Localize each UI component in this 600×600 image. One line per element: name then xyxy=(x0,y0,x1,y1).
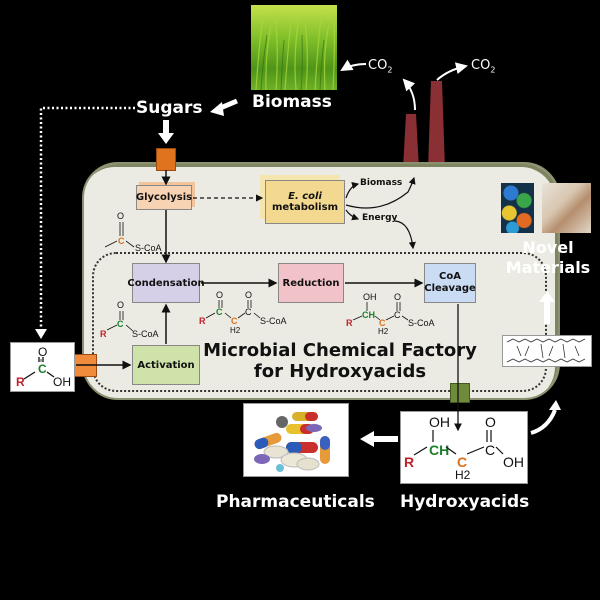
atom-c: C xyxy=(38,362,47,376)
glycolysis-box: Glycolysis xyxy=(136,185,192,210)
novel-label: Novel xyxy=(522,238,574,257)
product-exporter xyxy=(450,383,470,403)
group-h2: H2 xyxy=(455,468,471,482)
atom-c: C xyxy=(394,310,401,320)
dotted-arrow-head xyxy=(35,329,47,339)
grass-image xyxy=(251,5,337,91)
plastic-caps-image xyxy=(501,183,534,233)
acid-transporter xyxy=(74,354,97,377)
group-h2: H2 xyxy=(378,327,389,336)
smokestack-icon xyxy=(403,81,445,169)
atom-o: O xyxy=(245,290,253,300)
atom-o: O xyxy=(216,290,224,300)
atom-ch: CH xyxy=(362,310,375,320)
grass-blades-icon xyxy=(255,12,335,91)
activation-label: Activation xyxy=(137,359,195,371)
factory-title: Microbial Chemical Factory for Hydroxyac… xyxy=(200,340,480,382)
atom-ch: CH xyxy=(429,442,449,458)
materials-label: Materials xyxy=(505,258,591,277)
atom-r: R xyxy=(16,375,25,389)
atom-o: O xyxy=(485,414,496,430)
energy-output-label: Energy xyxy=(362,213,398,223)
atom-o: O xyxy=(117,300,125,310)
polymer-structure-card xyxy=(502,335,592,367)
atom-o: O xyxy=(117,211,125,221)
atom-r: R xyxy=(199,316,206,326)
hydroxyacids-label: Hydroxyacids xyxy=(400,492,530,512)
atom-c: C xyxy=(216,307,223,317)
condensation-box: Condensation xyxy=(127,263,205,303)
coa-cleavage-box: CoA Cleavage xyxy=(424,263,476,303)
group-scoa: S-CoA xyxy=(135,243,162,253)
atom-c: C xyxy=(245,307,252,317)
atom-c: C xyxy=(485,442,496,458)
glycolysis-label: Glycolysis xyxy=(135,192,193,203)
group-oh: OH xyxy=(503,454,524,470)
atom-c: C xyxy=(379,318,386,328)
sugars-down-arrow xyxy=(158,120,174,144)
atom-c: C xyxy=(231,316,238,326)
coa-label: CoA xyxy=(439,271,461,282)
ecoli-label: E. coli xyxy=(288,191,322,202)
atom-o: O xyxy=(394,292,402,302)
group-scoa: S-CoA xyxy=(260,316,287,326)
group-scoa: S-CoA xyxy=(408,318,435,328)
sugars-label: Sugars xyxy=(136,98,203,118)
factory-title-line1: Microbial Chemical Factory xyxy=(203,340,477,361)
co2-text: CO xyxy=(471,58,491,73)
co2-text: CO xyxy=(368,58,388,73)
biomass-output-label: Biomass xyxy=(360,178,403,188)
atom-ch-text: CH xyxy=(429,442,450,458)
pharmaceuticals-image xyxy=(243,403,349,477)
atom-r: R xyxy=(100,329,107,339)
co2-left-label: CO2 xyxy=(368,58,392,75)
factory-title-line2: for Hydroxyacids xyxy=(253,361,427,382)
polymer-chain-icon xyxy=(506,338,586,363)
activation-box: Activation xyxy=(132,345,200,385)
textile-spools-image xyxy=(542,183,591,233)
sugar-transporter xyxy=(156,148,176,171)
group-oh: OH xyxy=(429,414,450,430)
hydroxyacids-to-polymer-arrow xyxy=(530,400,561,435)
atom-o: O xyxy=(38,345,48,359)
atom-c: C xyxy=(118,236,125,246)
reduction-box: Reduction xyxy=(278,263,344,303)
co2-right-label: CO2 xyxy=(471,58,495,75)
group-oh: OH xyxy=(53,375,71,389)
pharmaceuticals-label: Pharmaceuticals xyxy=(216,492,375,512)
atom-r: R xyxy=(346,318,353,328)
condensation-label: Condensation xyxy=(127,277,205,289)
pills-icon xyxy=(254,412,330,472)
carboxylic-acid-card: O C R OH xyxy=(10,342,75,392)
cleavage-label: Cleavage xyxy=(424,283,476,294)
group-scoa: S-CoA xyxy=(132,329,159,339)
reduction-label: Reduction xyxy=(282,277,340,289)
metabolism-label: metabolism xyxy=(272,202,338,213)
ecoli-metabolism-box: E. coli metabolism xyxy=(265,180,345,224)
atom-c: C xyxy=(457,454,468,470)
novel-materials-label: Novel Materials xyxy=(503,238,593,278)
co2-subscript: 2 xyxy=(490,65,496,75)
co2-subscript: 2 xyxy=(387,65,393,75)
hydroxyacid-card: OH O R CH C H2 C OH xyxy=(400,411,528,484)
atom-r: R xyxy=(404,454,415,470)
group-h2: H2 xyxy=(230,326,241,335)
biomass-to-sugars-arrow xyxy=(210,98,238,116)
hydroxyacids-to-pharma-arrow xyxy=(360,431,398,447)
biomass-label: Biomass xyxy=(252,92,332,112)
atom-c: C xyxy=(117,319,124,329)
group-oh: OH xyxy=(363,292,377,302)
